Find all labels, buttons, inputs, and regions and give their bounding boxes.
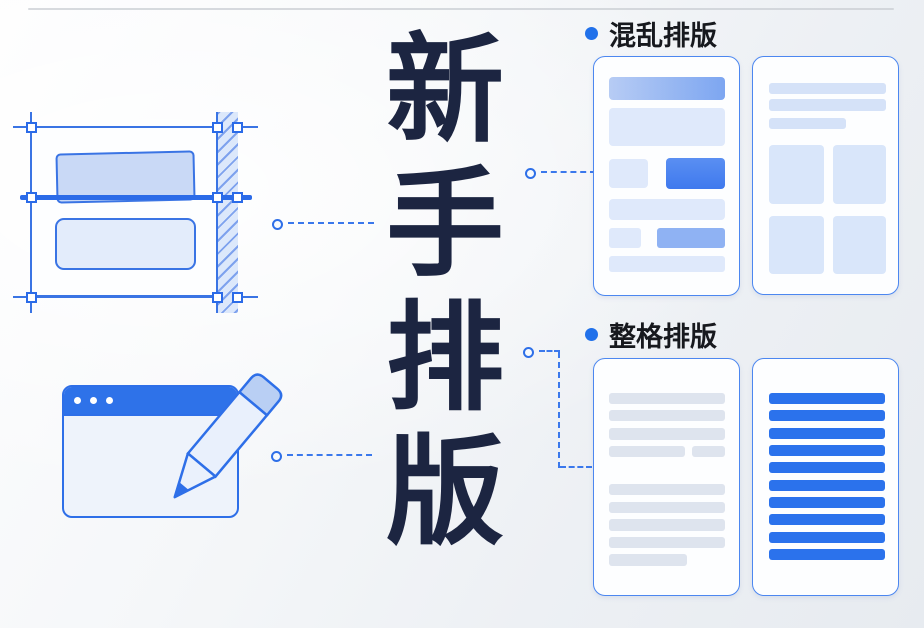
placeholder-block [769, 83, 886, 94]
resize-handle [25, 291, 37, 303]
placeholder-block [609, 199, 725, 220]
window-dot-icon [90, 397, 97, 404]
example-card-messy-right [752, 56, 899, 295]
placeholder-block [833, 145, 886, 204]
title-char: 新 [385, 25, 504, 157]
section-label-messy: 混乱排版 [585, 16, 717, 51]
resize-handle [231, 291, 243, 303]
placeholder-block [769, 532, 885, 543]
placeholder-block [609, 410, 725, 421]
placeholder-block [609, 256, 725, 272]
placeholder-block [769, 118, 846, 129]
placeholder-block [609, 228, 641, 248]
placeholder-block [769, 462, 885, 473]
editor-illustration [40, 370, 330, 575]
hatched-margin-strip [218, 112, 238, 313]
title-char: 排 [385, 293, 504, 425]
resize-handle [25, 121, 37, 133]
wireframe-illustration [0, 95, 280, 325]
connector-dashed-line [539, 350, 560, 352]
placeholder-block [609, 537, 725, 548]
resize-handle [231, 192, 243, 203]
section-label-text: 混乱排版 [609, 20, 717, 51]
connector-dashed-line [560, 466, 592, 468]
resize-handle [25, 192, 37, 203]
example-card-grid-left [593, 358, 740, 596]
placeholder-block [609, 502, 725, 513]
placeholder-block [609, 108, 725, 146]
pencil-icon [173, 373, 283, 499]
placeholder-block [769, 549, 885, 560]
bullet-dot-icon [585, 26, 598, 40]
placeholder-block [692, 446, 725, 457]
placeholder-block [769, 514, 885, 525]
connector-dot [524, 167, 536, 179]
connector-dashed-line [287, 454, 372, 456]
placeholder-block [609, 77, 725, 100]
placeholder-block [609, 554, 687, 566]
connector-dashed-line [558, 352, 560, 468]
resize-handle [231, 121, 243, 133]
title-char: 手 [385, 159, 504, 291]
placeholder-block [769, 480, 885, 491]
placeholder-block [609, 159, 648, 188]
placeholder-block [666, 158, 725, 189]
horizontal-guide-line [13, 296, 258, 298]
connector-dot [522, 346, 534, 358]
top-edge-line [28, 8, 894, 10]
content-block-bottom [55, 218, 196, 270]
title-char: 版 [385, 427, 504, 559]
placeholder-block [833, 216, 886, 274]
baseline-thick-line [20, 195, 252, 200]
placeholder-block [769, 445, 885, 456]
placeholder-block [609, 446, 685, 457]
connector-dot [271, 218, 283, 230]
connector-dashed-line [288, 222, 374, 224]
placeholder-block [609, 484, 725, 495]
resize-handle [211, 192, 223, 203]
placeholder-block [657, 228, 725, 248]
placeholder-block [769, 410, 885, 421]
placeholder-block [609, 393, 725, 404]
placeholder-block [769, 145, 824, 204]
placeholder-block [609, 428, 725, 440]
example-card-grid-right [752, 358, 899, 596]
placeholder-block [769, 216, 824, 274]
window-dot-icon [74, 397, 81, 404]
connector-dot [270, 450, 282, 462]
placeholder-block [769, 99, 886, 111]
placeholder-block [769, 497, 885, 508]
connector-dashed-line [541, 171, 596, 173]
example-card-messy-left [593, 56, 740, 296]
placeholder-block [769, 393, 885, 404]
window-dot-icon [106, 397, 113, 404]
bullet-dot-icon [585, 327, 598, 341]
main-title: 新 手 排 版 [372, 24, 518, 560]
section-label-grid: 整格排版 [585, 317, 717, 352]
placeholder-block [609, 519, 725, 531]
placeholder-block [769, 428, 885, 439]
resize-handle [211, 291, 223, 303]
resize-handle [211, 121, 223, 133]
section-label-text: 整格排版 [609, 321, 717, 352]
window-titlebar [64, 387, 237, 416]
